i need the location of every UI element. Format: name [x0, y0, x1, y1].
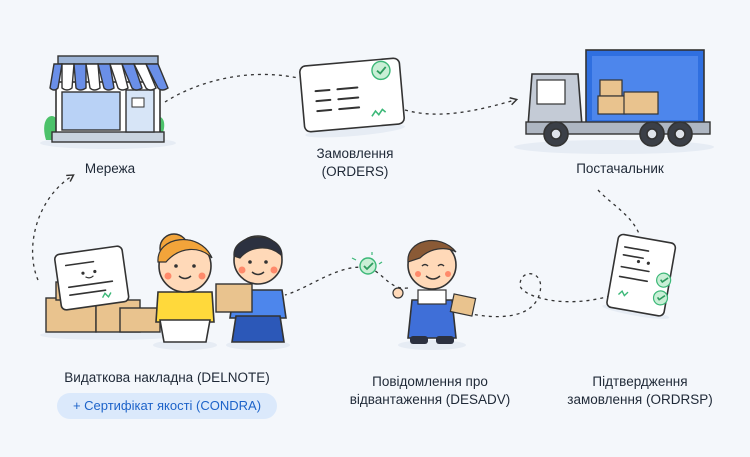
ordrsp-document-icon: [602, 233, 677, 319]
connector-truck-to-ordrsp: [597, 189, 641, 237]
truck-illustration: [514, 49, 714, 154]
boy-illustration: [215, 235, 290, 350]
desadv-label-line2: відвантаження (DESADV): [349, 392, 511, 407]
orders-label-line1: Замовлення: [316, 146, 394, 161]
girl-illustration: [153, 233, 217, 350]
supplier-label: Постачальник: [576, 161, 664, 176]
check-icon: [351, 252, 383, 275]
connector-order-to-truck: [404, 97, 519, 115]
certificate-badge: + Сертифікат якості (CONDRA): [57, 393, 277, 419]
delivery-worker-illustration: [392, 239, 477, 350]
store-illustration: [40, 55, 176, 149]
order-document-icon: [299, 57, 405, 138]
desadv-label: Повідомлення про відвантаження (DESADV): [345, 373, 515, 409]
network-label: Мережа: [84, 161, 136, 176]
orders-label-line2: (ORDERS): [321, 164, 389, 179]
connector-store-to-order: [164, 73, 299, 103]
ordrsp-label-line2: замовлення (ORDRSP): [567, 392, 713, 407]
orders-label: Замовлення (ORDERS): [290, 145, 420, 181]
delivery-boxes-illustration: [40, 245, 180, 340]
desadv-label-line1: Повідомлення про: [372, 374, 488, 389]
ordrsp-label-line1: Підтвердження: [592, 374, 688, 389]
connector-porter-to-kids: [284, 266, 409, 296]
delnote-label: Видаткова накладна (DELNOTE): [64, 370, 270, 385]
connector-ordrsp-to-porter: [461, 273, 611, 318]
ordrsp-label: Підтвердження замовлення (ORDRSP): [565, 373, 715, 409]
